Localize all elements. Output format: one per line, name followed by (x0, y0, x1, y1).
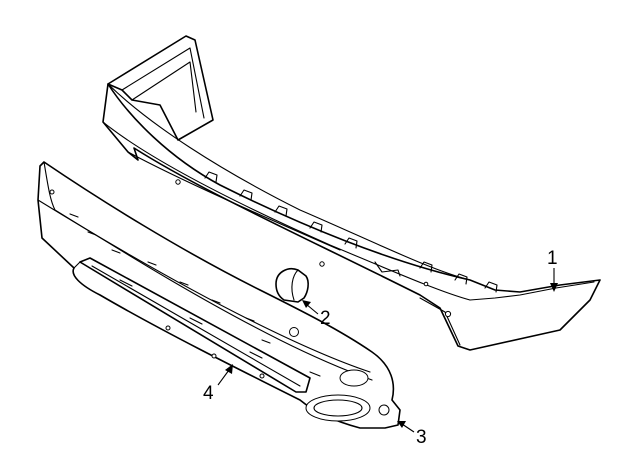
callout-number-2: 2 (320, 308, 331, 329)
callout-3: 3 (397, 421, 427, 448)
upper-bumper-cover (102, 35, 601, 351)
lower-trim-strip (79, 257, 311, 393)
callout-1: 1 (547, 248, 558, 292)
lower-bumper-absorber (37, 161, 401, 429)
callout-number-3: 3 (416, 427, 427, 448)
callout-4: 4 (203, 364, 233, 404)
tow-hook-cover (275, 268, 309, 303)
callout-number-1: 1 (547, 248, 558, 269)
callout-number-4: 4 (203, 383, 214, 404)
callout-2: 2 (302, 300, 331, 329)
